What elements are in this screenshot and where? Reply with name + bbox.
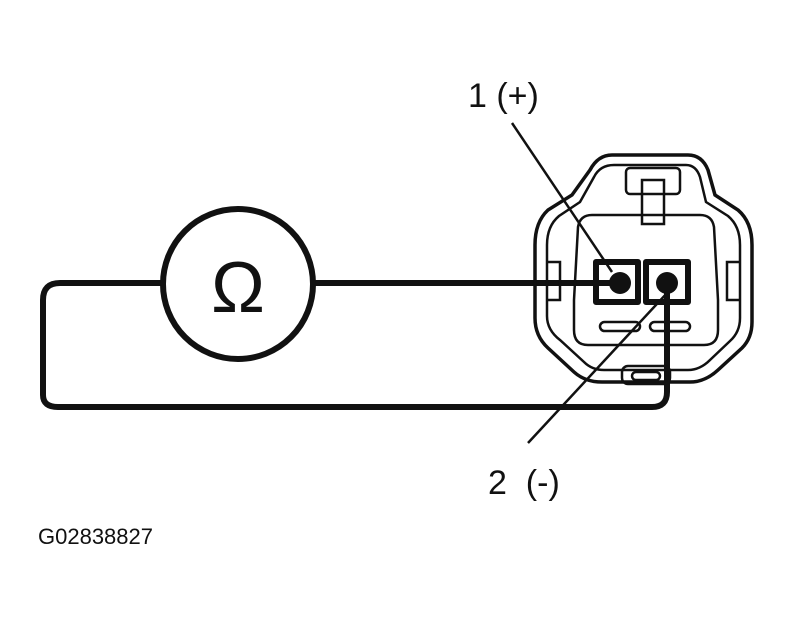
connector-inner-outline bbox=[545, 163, 742, 372]
terminal-2-pin bbox=[656, 272, 678, 294]
ohmmeter-body bbox=[160, 206, 316, 362]
lock-tab-slot bbox=[640, 178, 666, 226]
right-step bbox=[725, 260, 740, 302]
sensor-connector bbox=[533, 153, 754, 386]
negative-lead bbox=[40, 280, 670, 410]
connector-housing bbox=[533, 153, 754, 384]
release-slot-right bbox=[648, 320, 692, 333]
ohmmeter: Ω bbox=[160, 206, 316, 362]
terminal-2-cavity bbox=[643, 259, 691, 305]
terminal-1-leader bbox=[510, 122, 614, 273]
terminal-1-pin bbox=[609, 272, 631, 294]
release-slot-left bbox=[598, 320, 642, 333]
left-step bbox=[547, 260, 562, 302]
terminal-1-label: 1 (+) bbox=[468, 77, 539, 115]
bottom-key bbox=[620, 364, 672, 386]
bottom-key-slot bbox=[630, 370, 662, 382]
lock-tab bbox=[624, 166, 682, 196]
terminal-1-cavity bbox=[593, 259, 641, 305]
terminal-2-label: 2 (-) bbox=[488, 464, 560, 502]
ohm-symbol: Ω bbox=[211, 248, 265, 328]
terminal-2-leader bbox=[527, 291, 669, 444]
figure-code: G02838827 bbox=[38, 524, 153, 549]
